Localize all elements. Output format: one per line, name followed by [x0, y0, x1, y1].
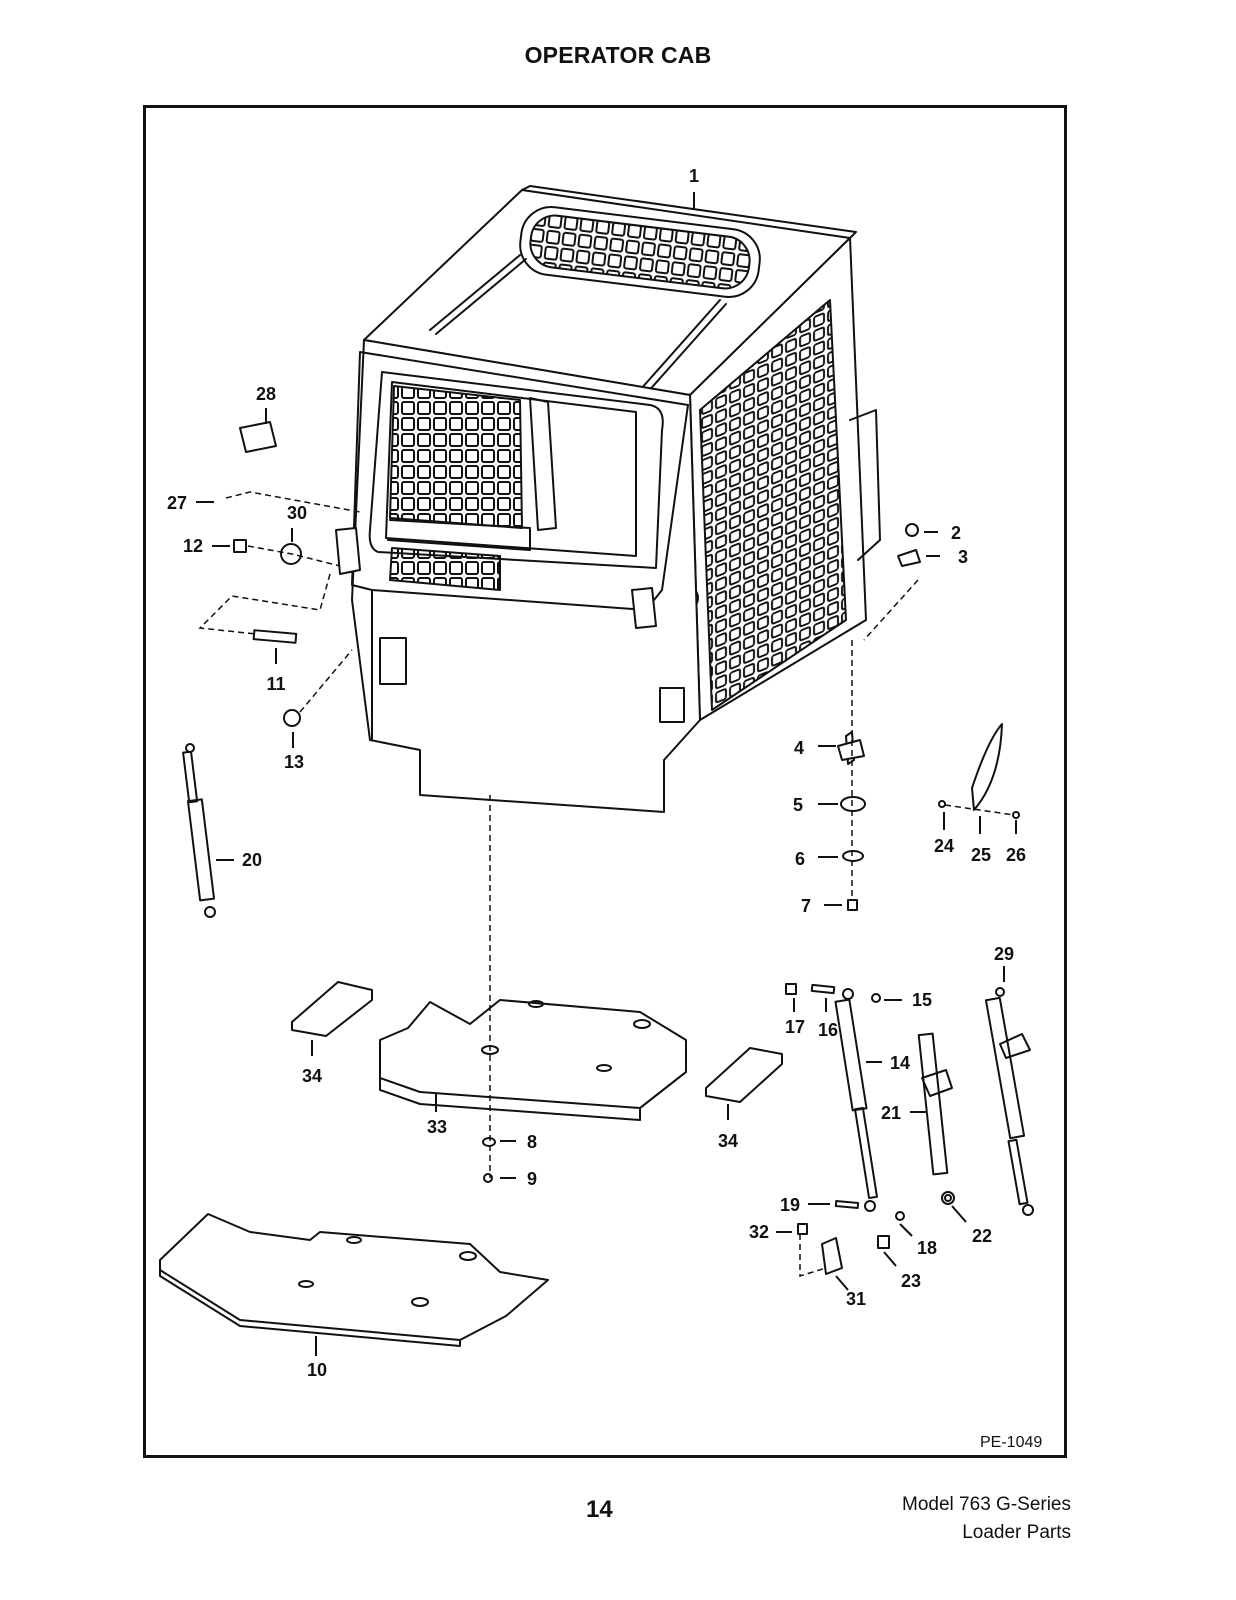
callout-19: 19 [780, 1195, 800, 1215]
callout-4: 4 [794, 738, 804, 758]
nut-12 [233, 539, 247, 553]
callout-20: 20 [242, 850, 262, 870]
nut-13 [283, 709, 301, 727]
callout-8: 8 [527, 1132, 537, 1152]
callout-11: 11 [266, 674, 285, 694]
bolt-23 [877, 1235, 890, 1249]
callout-23: 23 [901, 1271, 921, 1291]
callout-7: 7 [801, 896, 811, 916]
floor-plate [159, 1213, 549, 1347]
clip-15 [871, 993, 881, 1003]
cover-25 [971, 723, 1003, 811]
gas-spring-left [182, 743, 216, 918]
foam-pad-right [705, 1047, 783, 1103]
nut-24 [938, 800, 946, 808]
callout-33: 33 [427, 1117, 447, 1137]
washer-22 [944, 1194, 952, 1202]
callout-15: 15 [912, 990, 932, 1010]
page-title: OPERATOR CAB [524, 42, 712, 68]
restraint-bar-spring [984, 987, 1034, 1216]
bracket-31 [821, 1237, 843, 1275]
latch-rod [917, 1032, 955, 1205]
callout-2: 2 [951, 523, 961, 543]
foam-pad-left [291, 981, 373, 1037]
callout-34-left: 34 [302, 1066, 322, 1086]
model-line: Model 763 G-Series [902, 1494, 1071, 1515]
callout-29: 29 [994, 944, 1014, 964]
callout-5: 5 [793, 795, 803, 815]
callout-34-right: 34 [718, 1131, 738, 1151]
callout-27: 27 [167, 493, 187, 513]
callout-31: 31 [846, 1289, 866, 1309]
callout-6: 6 [795, 849, 805, 869]
callout-25: 25 [971, 845, 991, 865]
callout-28: 28 [256, 384, 276, 404]
plate-3 [897, 549, 921, 567]
callout-30: 30 [287, 503, 307, 523]
callout-22: 22 [972, 1226, 992, 1246]
callout-14: 14 [890, 1053, 910, 1073]
callout-12: 12 [183, 536, 203, 556]
callout-13: 13 [284, 752, 304, 772]
washer-8 [482, 1137, 496, 1147]
nut-2 [905, 523, 919, 537]
callout-3: 3 [958, 547, 968, 567]
nut-9 [483, 1173, 493, 1183]
callout-9: 9 [527, 1169, 537, 1189]
floor-pan [379, 999, 687, 1121]
pivot-mount-stack [837, 731, 866, 911]
callout-17: 17 [785, 1017, 805, 1037]
callout-21: 21 [881, 1103, 901, 1123]
callout-16: 16 [818, 1020, 838, 1040]
bolt-32 [797, 1223, 808, 1235]
gas-spring-center [834, 988, 878, 1212]
bushing-28 [239, 421, 277, 453]
bolt-11 [252, 629, 298, 644]
book-line: Loader Parts [962, 1522, 1071, 1543]
callout-26: 26 [1006, 845, 1026, 865]
drawing-reference-code: PE-1049 [980, 1434, 1043, 1451]
clip-18 [895, 1211, 905, 1221]
cab-assembly [335, 185, 881, 813]
screw-26 [1012, 811, 1020, 819]
callout-1: 1 [689, 166, 699, 186]
callout-18: 18 [917, 1238, 937, 1258]
diagram-frame [143, 105, 1067, 1458]
callout-10: 10 [307, 1360, 327, 1380]
page-number: 14 [586, 1496, 613, 1523]
pin-19 [834, 1200, 860, 1209]
nut-17 [785, 983, 797, 995]
callout-32: 32 [749, 1222, 769, 1242]
pin-16 [810, 983, 836, 995]
callout-24: 24 [934, 836, 954, 856]
